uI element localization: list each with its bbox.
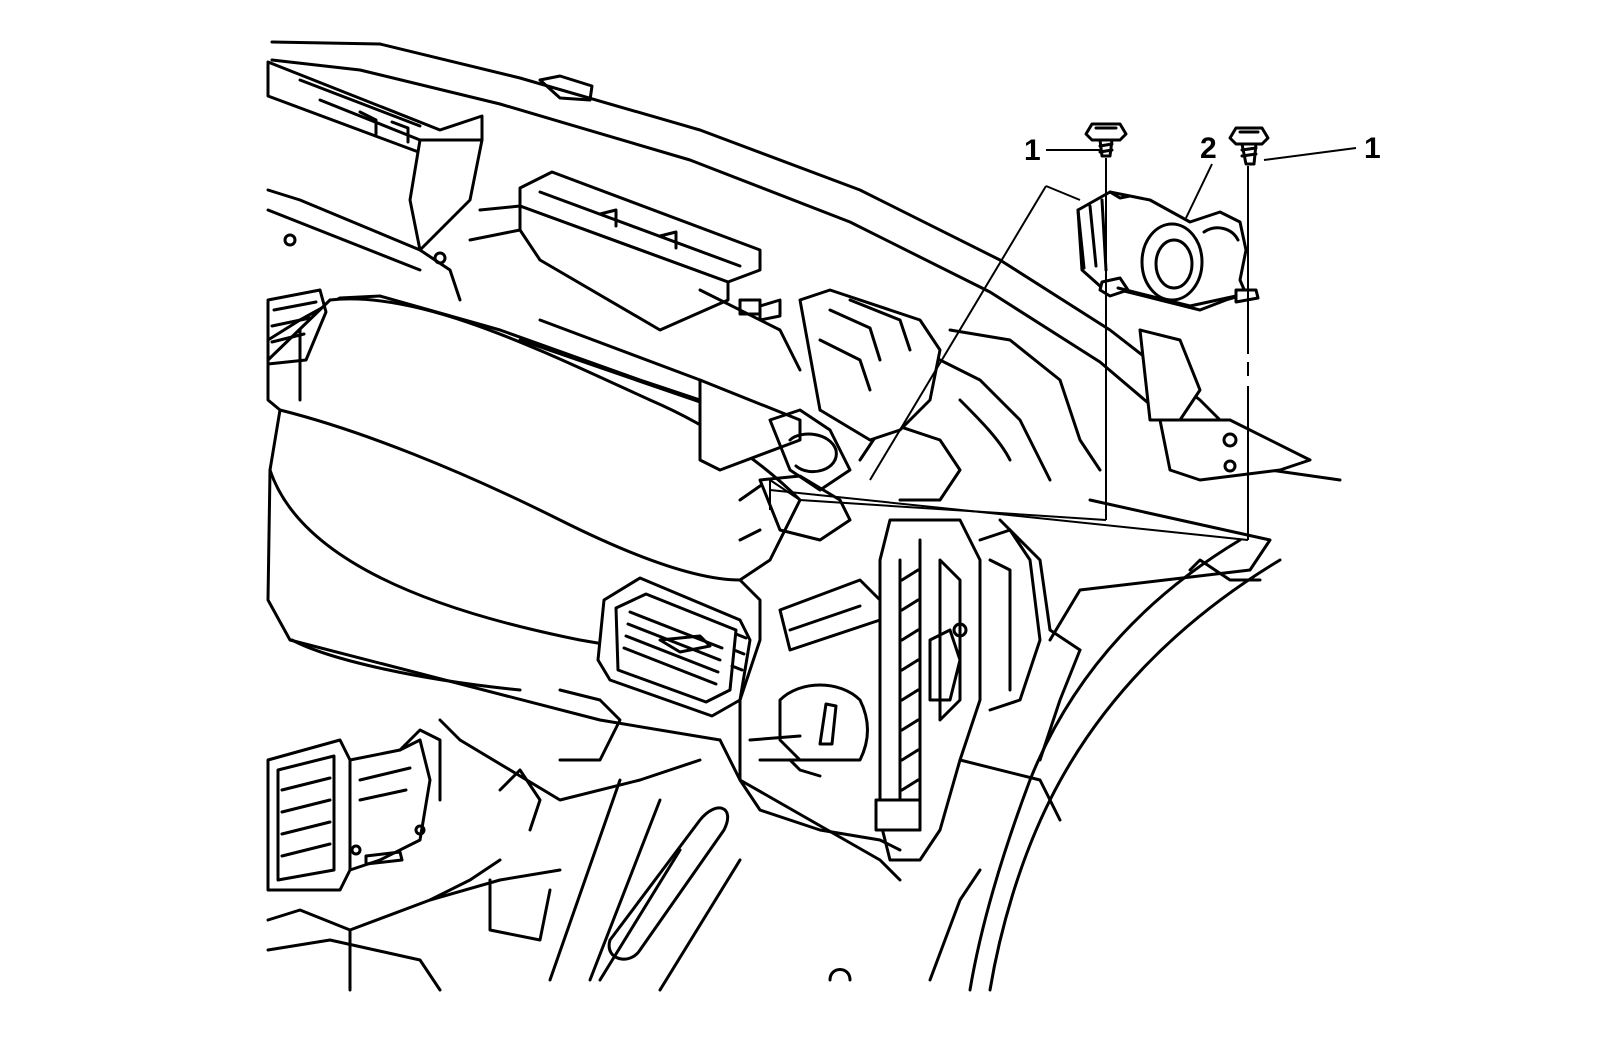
center-defroster-duct xyxy=(468,170,802,372)
right-side-panel xyxy=(938,328,1312,652)
lower-panel xyxy=(718,578,902,882)
lower-floor-pan xyxy=(266,768,562,992)
callout-label-screw-left: 1 xyxy=(1024,134,1041,167)
screw-left xyxy=(1084,122,1128,158)
floor-structure xyxy=(438,688,1062,992)
screw-right xyxy=(1228,126,1270,166)
dashboard-pad xyxy=(266,288,802,742)
callout-label-component: 2 xyxy=(1200,132,1217,165)
installation-guide-lines xyxy=(769,158,1249,541)
callout-label-screw-right: 1 xyxy=(1364,132,1381,165)
end-bracket xyxy=(874,518,1042,862)
callout-leaders xyxy=(1046,147,1357,219)
kick-panel xyxy=(968,538,1282,992)
floor-duct xyxy=(266,728,442,892)
upper-right-bracket xyxy=(758,288,942,442)
left-defroster-duct xyxy=(266,60,484,302)
side-air-outlet xyxy=(596,576,752,718)
